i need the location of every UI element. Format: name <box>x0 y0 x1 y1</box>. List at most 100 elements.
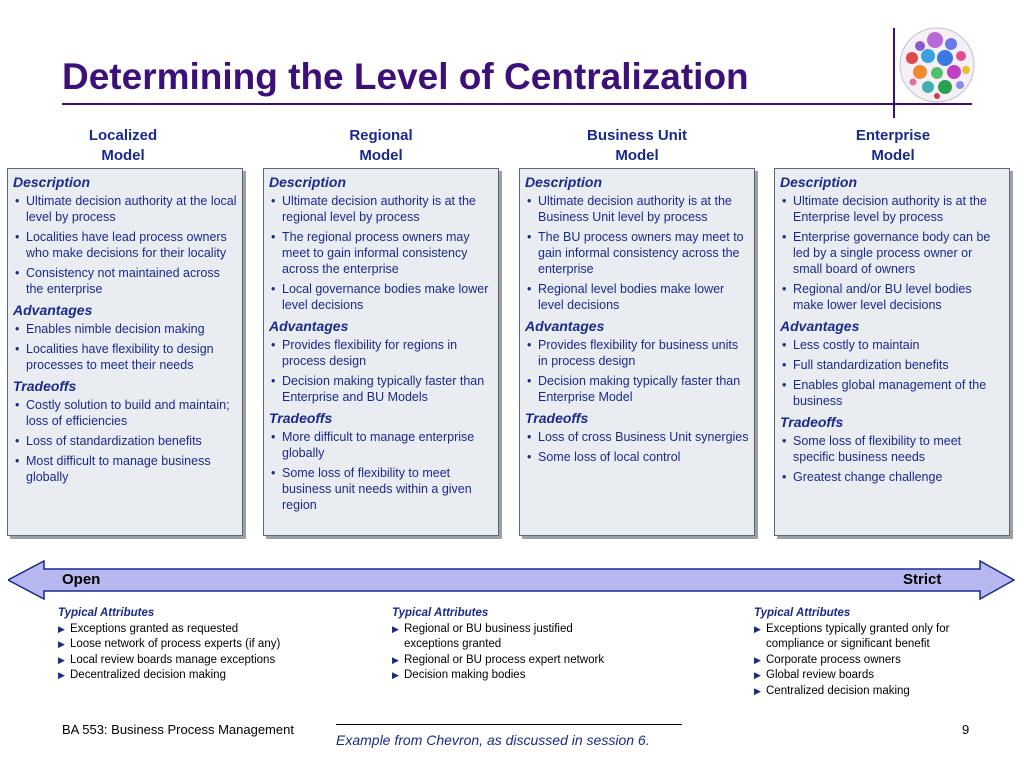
attributes-list: ▶Exceptions granted as requested ▶Loose … <box>58 622 338 684</box>
column-header-line2: Model <box>871 147 915 164</box>
model-box-enterprise: Description Ultimate decision authority … <box>774 168 1010 536</box>
footer-divider <box>336 724 682 725</box>
column-header-line2: Model <box>615 147 659 164</box>
list-item: More difficult to manage enterprise glob… <box>269 429 493 461</box>
list-item: Localities have lead process owners who … <box>13 229 237 261</box>
tradeoffs-list: Costly solution to build and maintain; l… <box>13 397 237 485</box>
column-header-line1: Localized <box>88 127 158 144</box>
list-item: Some loss of local control <box>525 449 749 465</box>
tradeoffs-heading: Tradeoffs <box>525 410 589 426</box>
description-heading: Description <box>269 174 347 190</box>
list-item: Provides flexibility for business units … <box>525 337 749 369</box>
course-footer: BA 553: Business Process Management <box>62 722 294 737</box>
footer-note: Example from Chevron, as discussed in se… <box>336 732 650 748</box>
list-item: Regional and/or BU level bodies make low… <box>780 281 1004 313</box>
attribute-text: Regional or BU process expert network <box>404 653 605 666</box>
list-item: ▶ Local review boards manage exceptions <box>58 653 338 669</box>
list-item: Enterprise governance body can be led by… <box>780 229 1004 277</box>
description-list: Ultimate decision authority is at the Bu… <box>525 193 749 313</box>
triangle-bullet-icon: ▶ <box>58 654 65 665</box>
triangle-bullet-icon: ▶ <box>392 623 399 634</box>
attributes-open: Typical Attributes ▶Exceptions granted a… <box>58 606 338 684</box>
advantages-list: Enables nimble decision making Localitie… <box>13 321 237 373</box>
triangle-bullet-icon: ▶ <box>58 639 65 649</box>
list-item: Ultimate decision authority is at the Bu… <box>525 193 749 225</box>
scale-strict-label: Strict <box>903 571 942 588</box>
triangle-bullet-icon: ▶ <box>58 670 65 680</box>
list-item: Most difficult to manage business global… <box>13 453 237 485</box>
description-heading: Description <box>13 174 91 190</box>
column-header-localized: Localized Model <box>48 126 198 166</box>
list-item: Costly solution to build and maintain; l… <box>13 397 237 429</box>
column-header-enterprise: Enterprise Model <box>818 126 968 166</box>
attributes-list: ▶Exceptions typically granted only for c… <box>754 622 984 700</box>
page-title: Determining the Level of Centralization <box>62 56 749 97</box>
attribute-text: Exceptions granted as requested <box>70 622 239 635</box>
attributes-strict: Typical Attributes ▶Exceptions typically… <box>754 606 984 699</box>
attributes-middle: Typical Attributes ▶Regional or BU busin… <box>392 606 607 684</box>
model-box-regional: Description Ultimate decision authority … <box>263 168 499 536</box>
advantages-heading: Advantages <box>13 302 93 318</box>
list-item: ▶Centralized decision making <box>754 684 984 700</box>
list-item: The regional process owners may meet to … <box>269 229 493 277</box>
advantages-list: Less costly to maintain Full standardiza… <box>780 337 1004 409</box>
list-item: ▶Exceptions granted as requested <box>58 622 338 638</box>
description-list: Ultimate decision authority at the local… <box>13 193 237 297</box>
list-item: Some loss of flexibility to meet busines… <box>269 465 493 513</box>
tradeoffs-list: More difficult to manage enterprise glob… <box>269 429 493 513</box>
triangle-bullet-icon: ▶ <box>392 654 399 665</box>
attributes-list: ▶ Regional or BU business justified excep… <box>392 622 607 684</box>
description-list: Ultimate decision authority is at the En… <box>780 193 1004 313</box>
tradeoffs-heading: Tradeoffs <box>780 414 844 430</box>
list-item: ▶Corporate process owners <box>754 653 984 669</box>
colored-bubbles-logo-icon <box>899 27 975 103</box>
column-header-regional: Regional Model <box>306 126 456 166</box>
column-header-line1: Business Unit <box>586 127 688 144</box>
attributes-heading: Typical Attributes <box>754 607 851 619</box>
list-item: ▶ Decision making bodies <box>392 668 607 684</box>
list-item: Consistency not maintained across the en… <box>13 265 237 297</box>
tradeoffs-list: Loss of cross Business Unit synergies So… <box>525 429 749 465</box>
attribute-text: Decision making bodies <box>404 669 526 681</box>
triangle-bullet-icon: ▶ <box>754 623 761 634</box>
advantages-heading: Advantages <box>525 318 605 334</box>
list-item: ▶ Loose network of process experts (if an… <box>58 637 338 653</box>
model-box-business-unit: Description Ultimate decision authority … <box>519 168 755 536</box>
attribute-text: Local review boards manage exceptions <box>70 653 276 666</box>
tradeoffs-heading: Tradeoffs <box>13 378 77 394</box>
column-header-business-unit: Business Unit Model <box>562 126 712 166</box>
attribute-text: Decentralized decision making <box>70 669 226 681</box>
list-item: ▶ Regional or BU business justified excep… <box>392 622 607 653</box>
description-list: Ultimate decision authority is at the re… <box>269 193 493 313</box>
list-item: Decision making typically faster than En… <box>269 373 493 405</box>
tradeoffs-heading: Tradeoffs <box>269 410 333 426</box>
triangle-bullet-icon: ▶ <box>754 685 761 696</box>
column-header-line1: Regional <box>349 127 413 144</box>
advantages-heading: Advantages <box>269 318 349 334</box>
list-item: Loss of standardization benefits <box>13 433 237 449</box>
column-header-line1: Enterprise <box>855 127 931 144</box>
triangle-bullet-icon: ▶ <box>754 654 761 665</box>
attribute-text: Regional or BU business justified except… <box>404 622 573 651</box>
column-header-line2: Model <box>359 147 403 164</box>
list-item: Greatest change challenge <box>780 469 1004 485</box>
list-item: ▶ Regional or BU process expert network <box>392 653 607 669</box>
list-item: Decision making typically faster than En… <box>525 373 749 405</box>
description-heading: Description <box>525 174 603 190</box>
column-header-line2: Model <box>101 147 145 164</box>
tradeoffs-list: Some loss of flexibility to meet specifi… <box>780 433 1004 485</box>
list-item: Regional level bodies make lower level d… <box>525 281 749 313</box>
model-box-localized: Description Ultimate decision authority … <box>7 168 243 536</box>
list-item: Ultimate decision authority is at the En… <box>780 193 1004 225</box>
list-item: ▶ Decentralized decision making <box>58 668 338 684</box>
scale-open-label: Open <box>62 571 101 588</box>
list-item: The BU process owners may meet to gain i… <box>525 229 749 277</box>
list-item: Less costly to maintain <box>780 337 1004 353</box>
list-item: Enables nimble decision making <box>13 321 237 337</box>
title-underline <box>62 103 972 105</box>
attribute-text: Loose network of process experts (if any… <box>70 638 281 650</box>
triangle-bullet-icon: ▶ <box>392 670 399 680</box>
list-item: Localities have flexibility to design pr… <box>13 341 237 373</box>
centralization-scale-arrow <box>8 560 1016 600</box>
advantages-list: Provides flexibility for business units … <box>525 337 749 405</box>
